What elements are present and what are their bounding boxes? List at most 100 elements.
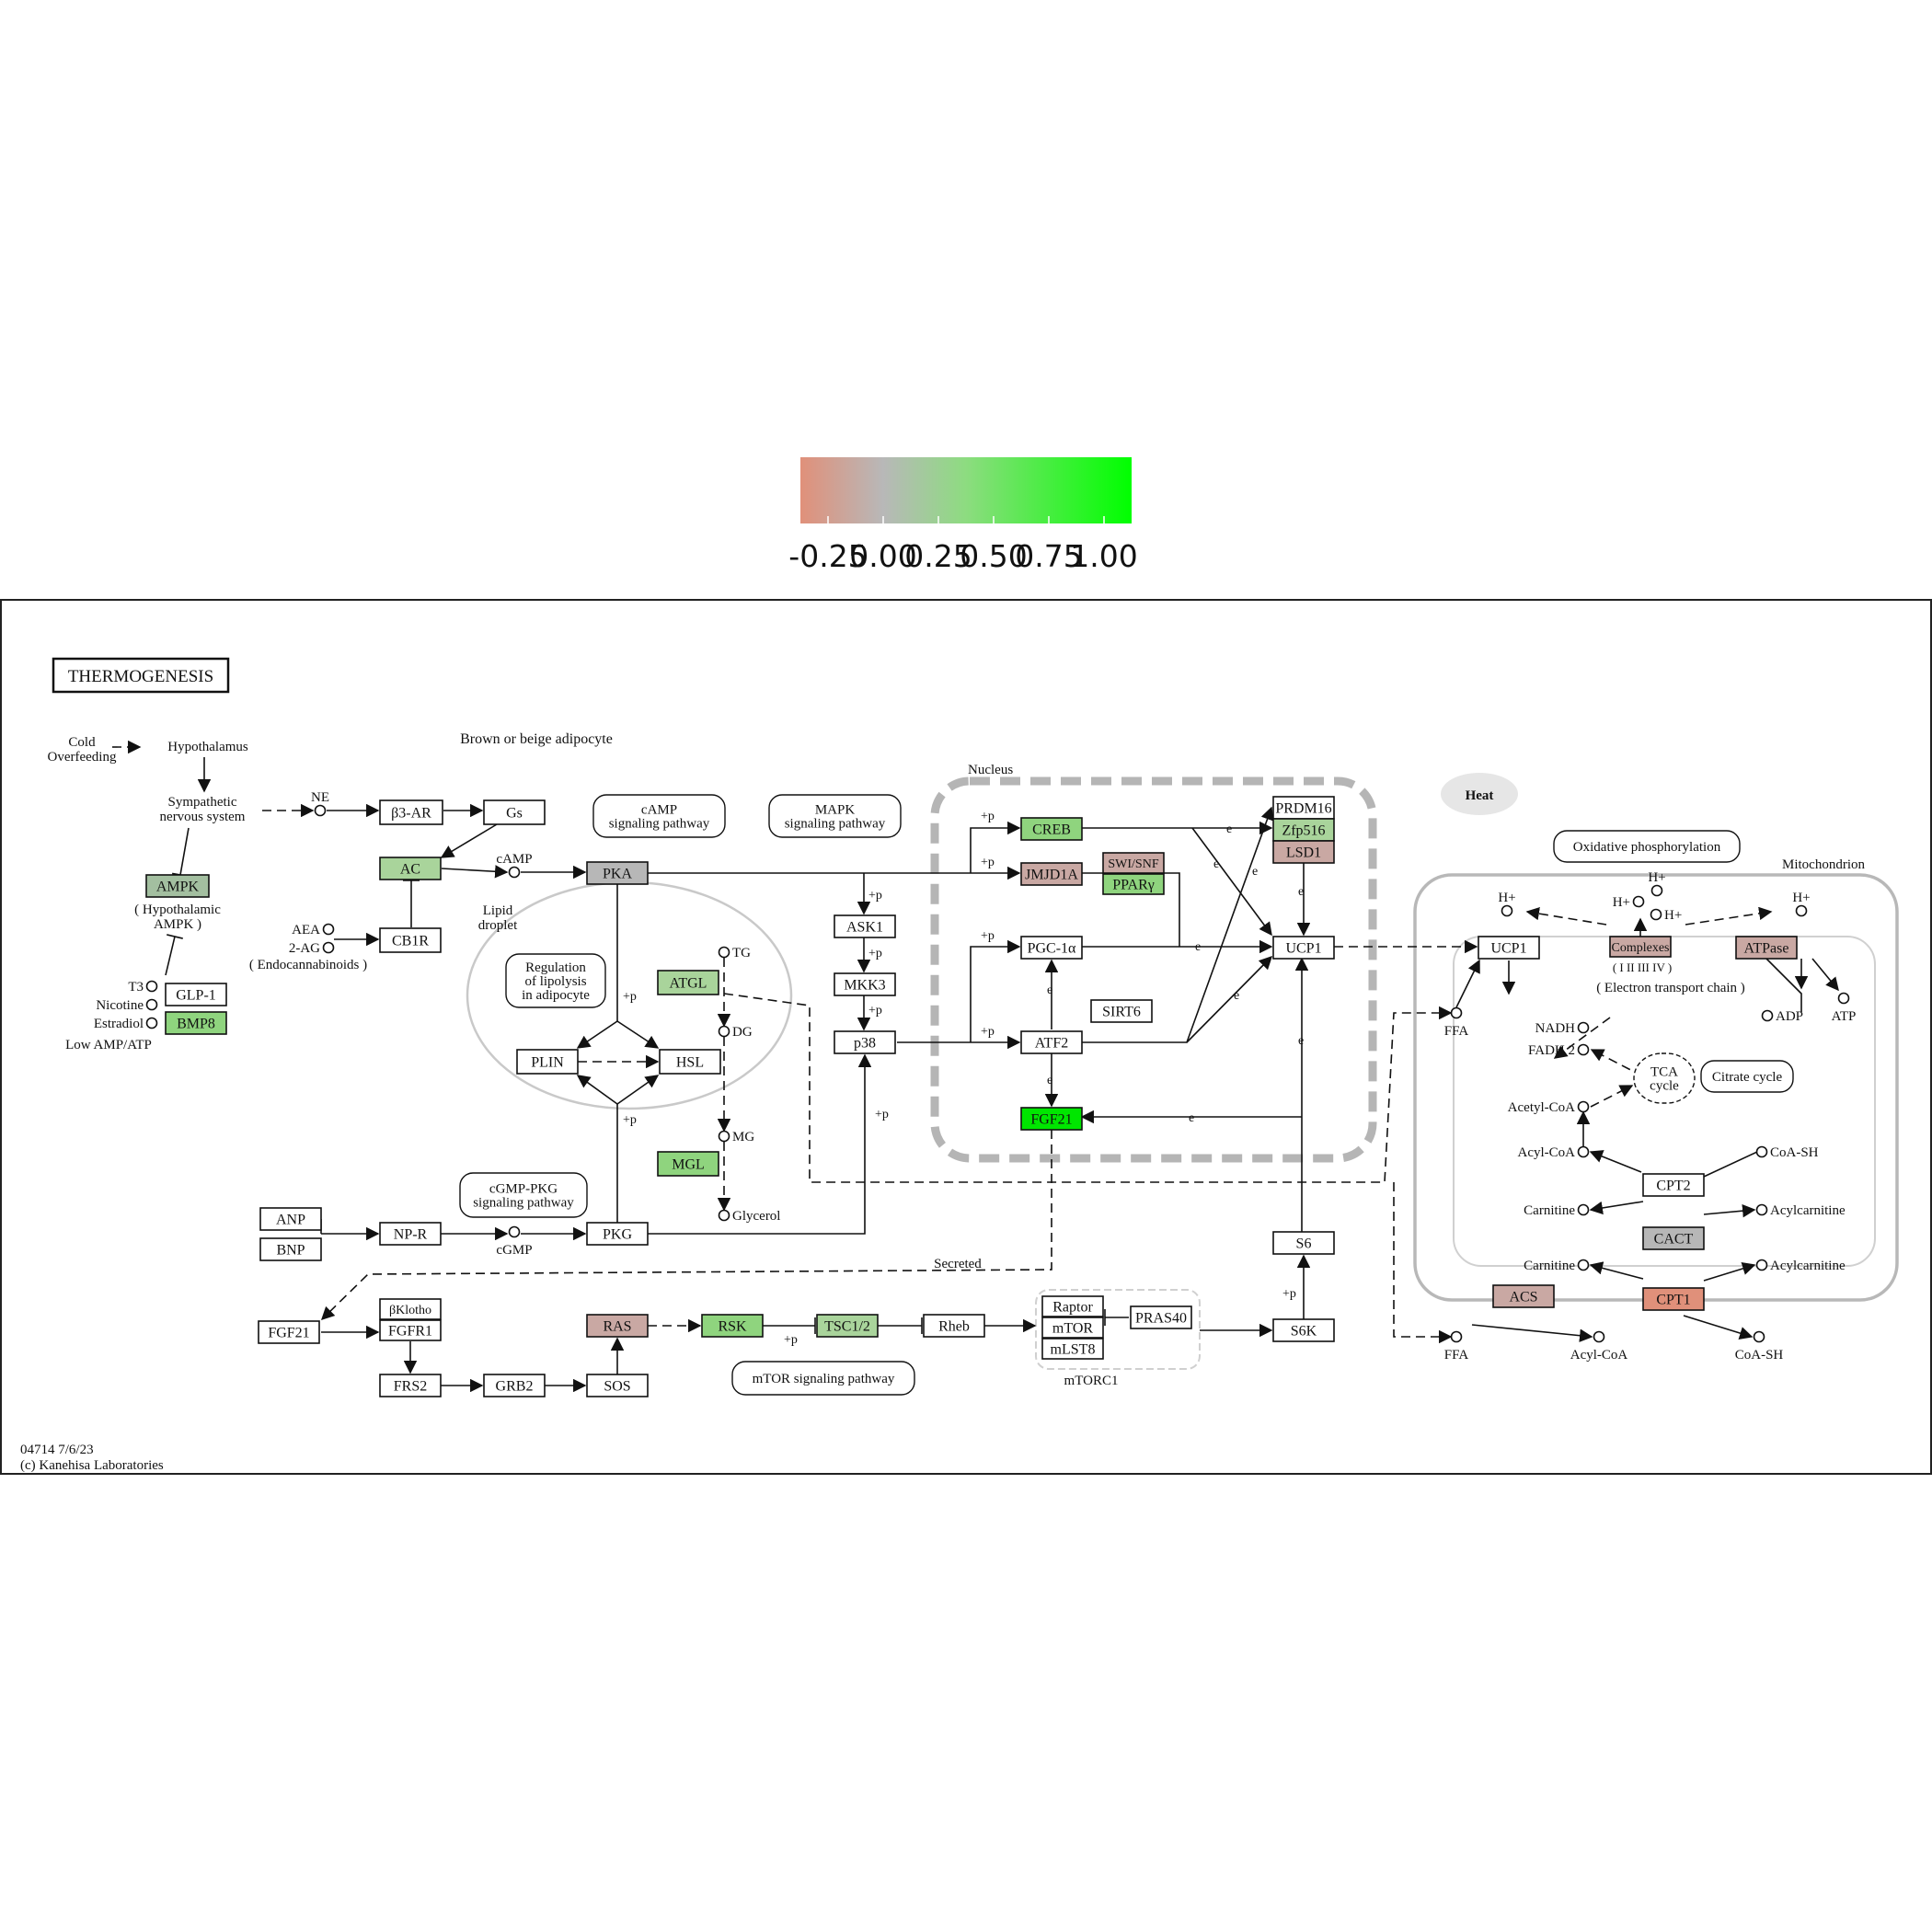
compound-h2[interactable]: H+ <box>1613 895 1645 910</box>
compound-acylcarnitine_1[interactable]: Acylcarnitine <box>1755 1203 1846 1218</box>
compound-h1[interactable]: H+ <box>1498 891 1516 917</box>
gene-node-frs2[interactable]: FRS2 <box>379 1374 442 1397</box>
gene-node-atf2[interactable]: ATF2 <box>1020 1030 1083 1054</box>
gene-node-rsk[interactable]: RSK <box>701 1314 764 1338</box>
compound-acylcoa_in[interactable]: Acyl-CoA <box>1518 1145 1590 1160</box>
compound-carnitine_2[interactable]: Carnitine <box>1524 1259 1590 1273</box>
compound-nicotine[interactable]: Nicotine <box>96 998 158 1013</box>
compound-h5[interactable]: H+ <box>1792 891 1811 917</box>
gene-node-p38[interactable]: p38 <box>834 1030 896 1054</box>
gene-node-sos[interactable]: SOS <box>586 1374 649 1397</box>
compound-dg[interactable]: DG <box>718 1025 753 1040</box>
gene-node-fgfr1[interactable]: FGFR1 <box>379 1319 442 1341</box>
gene-node-lsd1[interactable]: LSD1 <box>1272 840 1335 864</box>
compound-2ag[interactable]: 2-AG <box>289 941 335 956</box>
map-frame <box>731 1361 915 1396</box>
compound-carnitine_1[interactable]: Carnitine <box>1524 1203 1590 1218</box>
compound-acetylcoa[interactable]: Acetyl-CoA <box>1508 1100 1590 1115</box>
gene-node-mlst8[interactable]: mLST8 <box>1041 1338 1104 1360</box>
gene-node-grb2[interactable]: GRB2 <box>483 1374 546 1397</box>
compound-ne[interactable]: NE <box>311 790 329 817</box>
gene-node-atgl[interactable]: ATGL <box>657 970 719 995</box>
compound-coash_out[interactable]: CoA-SH <box>1735 1330 1784 1363</box>
gene-node-bmp8[interactable]: BMP8 <box>165 1011 227 1035</box>
gene-node-ampk[interactable]: AMPK <box>145 874 210 898</box>
compound-ffa_in[interactable]: FFA <box>1444 1006 1469 1040</box>
gene-node-fgf21_n[interactable]: FGF21 <box>1020 1107 1083 1131</box>
compound-glycerol[interactable]: Glycerol <box>718 1209 781 1224</box>
gene-node-fgf21_s[interactable]: FGF21 <box>258 1320 320 1344</box>
gene-node-ask1[interactable]: ASK1 <box>834 914 896 938</box>
map-oxphos_map[interactable]: Oxidative phosphorylation <box>1553 830 1741 863</box>
gene-node-cpt1[interactable]: CPT1 <box>1642 1287 1705 1311</box>
compound-coash_in[interactable]: CoA-SH <box>1755 1145 1819 1160</box>
compound-camp[interactable]: cAMP <box>496 852 533 879</box>
gene-node-glp1[interactable]: GLP-1 <box>165 983 227 1006</box>
gene-node-cpt2[interactable]: CPT2 <box>1642 1173 1705 1197</box>
compound-t3[interactable]: T3 <box>128 980 158 995</box>
gene-node-rheb[interactable]: Rheb <box>923 1314 985 1338</box>
compound-acylcoa_out[interactable]: Acyl-CoA <box>1570 1330 1628 1363</box>
map-citrate_map[interactable]: Citrate cycle <box>1700 1060 1794 1093</box>
gene-node-ac[interactable]: AC <box>379 857 442 880</box>
compound-mg[interactable]: MG <box>718 1130 755 1144</box>
gene-node-mtor[interactable]: mTOR <box>1041 1317 1104 1339</box>
compound-estradiol[interactable]: Estradiol <box>94 1017 158 1031</box>
gene-node-ras[interactable]: RAS <box>586 1314 649 1338</box>
compound-h4[interactable]: H+ <box>1650 908 1683 923</box>
gene-node-tsc12[interactable]: TSC1/2 <box>816 1314 879 1338</box>
gene-node-box <box>1272 796 1335 820</box>
gene-node-jmjd1a[interactable]: JMJD1A <box>1020 862 1083 886</box>
gene-node-cact[interactable]: CACT <box>1642 1226 1705 1250</box>
gene-node-ppary[interactable]: PPARγ <box>1102 873 1165 895</box>
gene-node-plin[interactable]: PLIN <box>516 1049 579 1075</box>
gene-node-pras40[interactable]: PRAS40 <box>1130 1305 1192 1329</box>
gene-node-cb1r[interactable]: CB1R <box>379 927 442 953</box>
gene-node-swisnf[interactable]: SWI/SNF <box>1102 852 1165 874</box>
gene-node-gs[interactable]: Gs <box>483 799 546 825</box>
gene-node-ucp1_n[interactable]: UCP1 <box>1272 936 1335 960</box>
compound-h3[interactable]: H+ <box>1648 870 1666 897</box>
map-label: signaling pathway <box>473 1196 574 1211</box>
gene-node-s6k[interactable]: S6K <box>1272 1318 1335 1342</box>
cact-to-carnitine <box>1589 1201 1644 1215</box>
gene-node-bnp[interactable]: BNP <box>259 1237 322 1261</box>
gene-node-pkg[interactable]: PKG <box>586 1222 649 1246</box>
compound-acylcarnitine_2[interactable]: Acylcarnitine <box>1755 1259 1846 1273</box>
compound-tg[interactable]: TG <box>718 946 752 960</box>
gene-node-acs[interactable]: ACS <box>1492 1284 1555 1308</box>
gene-node-anp[interactable]: ANP <box>259 1207 322 1231</box>
gene-node-complexes[interactable]: Complexes <box>1609 936 1672 958</box>
gene-node-hsl[interactable]: HSL <box>659 1049 721 1075</box>
gene-node-bklotho[interactable]: βKlotho <box>379 1298 442 1320</box>
gene-node-pgc1a[interactable]: PGC-1α <box>1020 936 1083 960</box>
gene-node-label: NP-R <box>394 1227 428 1243</box>
compound-ffa_out[interactable]: FFA <box>1444 1330 1469 1363</box>
gene-node-ucp1_m[interactable]: UCP1 <box>1478 936 1540 960</box>
gene-node-zfp516[interactable]: Zfp516 <box>1272 818 1335 842</box>
gene-node-npr[interactable]: NP-R <box>379 1222 442 1246</box>
compound-atp[interactable]: ATP <box>1832 992 1857 1025</box>
gene-node-creb[interactable]: CREB <box>1020 817 1083 841</box>
map-mtor_map[interactable]: mTOR signaling pathway <box>731 1361 915 1396</box>
gene-node-b3ar[interactable]: β3-AR <box>379 799 443 825</box>
gene-node-s6[interactable]: S6 <box>1272 1231 1335 1255</box>
compound-adp[interactable]: ADP <box>1761 1009 1804 1024</box>
gene-node-mkk3[interactable]: MKK3 <box>834 972 896 996</box>
compound-fadh2[interactable]: FADH 2 <box>1528 1043 1590 1058</box>
gene-node-prdm16[interactable]: PRDM16 <box>1272 796 1335 820</box>
gene-node-pka[interactable]: PKA <box>586 861 649 885</box>
gene-node-mgl[interactable]: MGL <box>657 1151 719 1177</box>
gene-node-raptor[interactable]: Raptor <box>1041 1295 1104 1317</box>
compound-nadh[interactable]: NADH <box>1535 1021 1590 1036</box>
compound-aea[interactable]: AEA <box>292 923 335 937</box>
gene-node-box <box>145 874 210 898</box>
compound-cgmp[interactable]: cGMP <box>496 1225 533 1259</box>
gene-node-atpase[interactable]: ATPase <box>1735 936 1798 960</box>
gene-node-sirt6[interactable]: SIRT6 <box>1090 999 1153 1023</box>
